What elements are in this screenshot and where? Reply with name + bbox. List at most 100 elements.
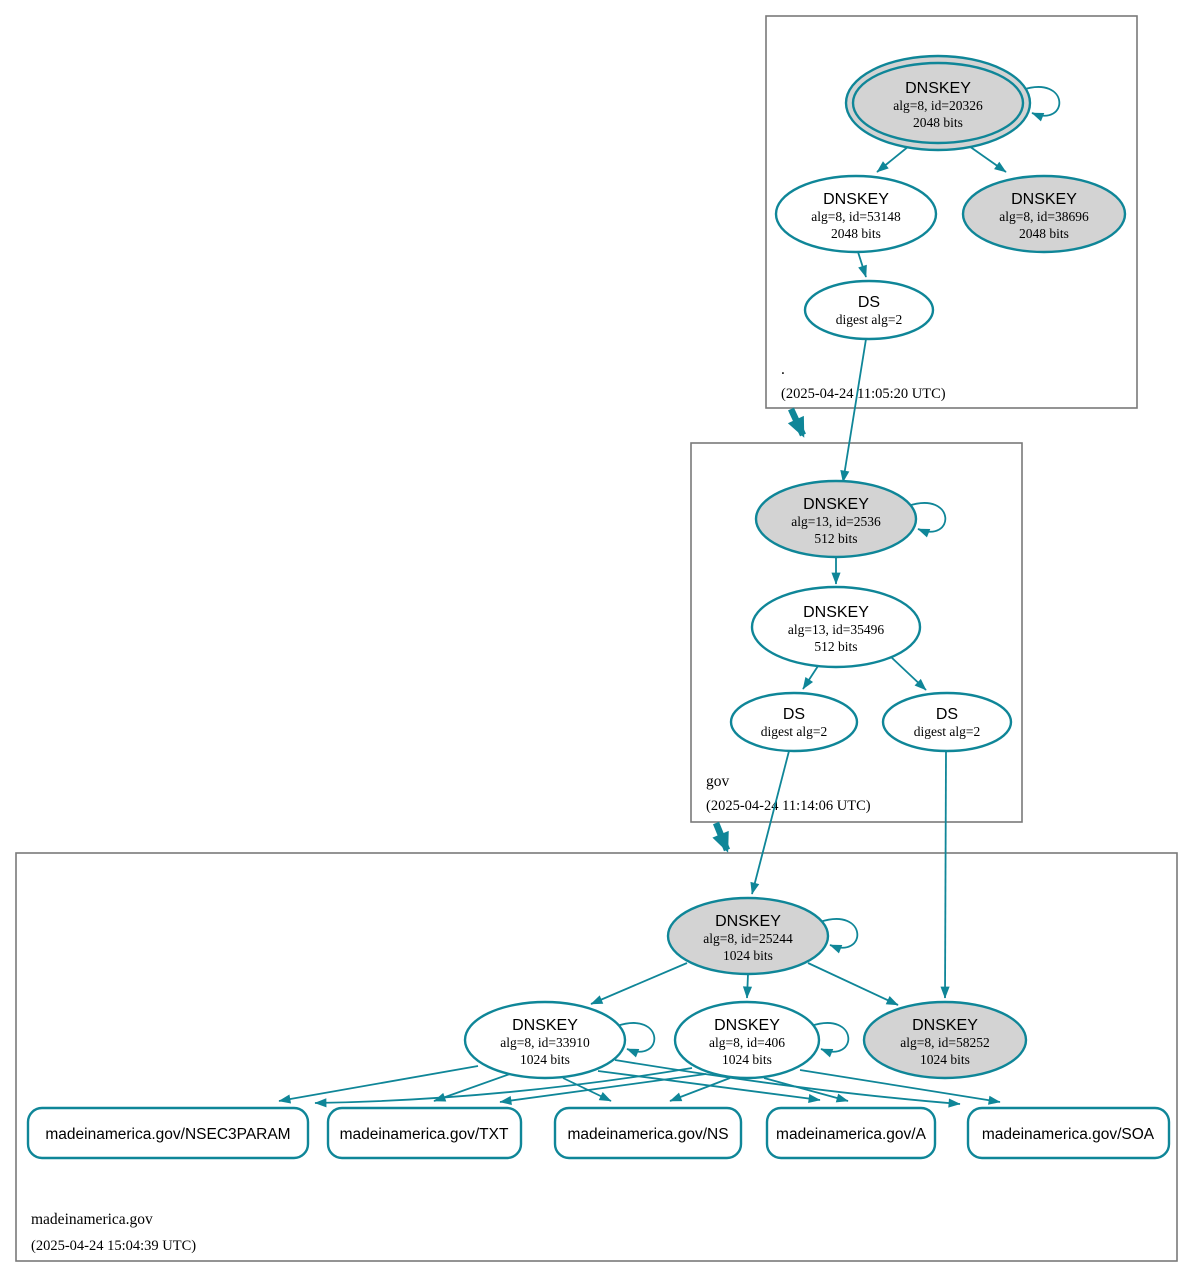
rrset-label: madeinamerica.gov/NS — [567, 1126, 728, 1143]
node-gov-ds-right-shape — [881, 691, 1013, 753]
edge-gov-ksk-selfloop — [907, 502, 947, 538]
edge-root-zsk-to-ds — [857, 251, 867, 278]
zone-label-gov: gov — [706, 773, 730, 790]
edge-root-ksk-selfloop — [1021, 86, 1061, 122]
node-mia-dnskey-25244[interactable]: DNSKEY alg=8, id=25244 1024 bits — [666, 896, 830, 976]
node-detail-alg: alg=13, id=2536 — [791, 514, 881, 529]
node-title: DS — [936, 706, 958, 723]
edge-zsk2-to-ns — [669, 1077, 731, 1102]
node-rrset-nsec3param[interactable]: madeinamerica.gov/NSEC3PARAM — [26, 1106, 310, 1160]
node-mia-dnskey-58252-shape — [862, 1000, 1028, 1080]
edge-mia-ksk-to-zsk1 — [590, 962, 688, 1005]
node-detail-bits: 2048 bits — [913, 115, 963, 130]
node-gov-dnskey-2536-shape — [754, 479, 918, 559]
zone-timestamp-root: (2025-04-24 11:05:20 UTC) — [781, 386, 946, 402]
node-title: DS — [858, 294, 880, 311]
rrset-label: madeinamerica.gov/TXT — [340, 1126, 509, 1143]
edge-root-ds-to-gov-ksk — [840, 338, 867, 483]
zone-timestamp-madeinamerica: (2025-04-24 15:04:39 UTC) — [31, 1238, 196, 1254]
zone-label-root: . — [781, 361, 785, 378]
node-title: DNSKEY — [912, 1017, 978, 1034]
node-root-dnskey-38696[interactable]: DNSKEY alg=8, id=38696 2048 bits — [961, 174, 1127, 254]
node-detail-alg: alg=13, id=35496 — [788, 622, 884, 637]
node-rrset-a-shape — [765, 1106, 937, 1160]
node-detail-digest: digest alg=2 — [914, 724, 980, 739]
node-gov-dnskey-35496[interactable]: DNSKEY alg=13, id=35496 512 bits — [750, 585, 922, 669]
node-root-dnskey-20326-inner-ring — [851, 61, 1025, 145]
edge-root-ksk-to-ksk2 — [968, 145, 1007, 173]
zone-timestamp-gov: (2025-04-24 11:14:06 UTC) — [706, 798, 871, 814]
node-title: DNSKEY — [512, 1017, 578, 1034]
node-root-dnskey-38696-shape — [961, 174, 1127, 254]
node-detail-alg: alg=8, id=33910 — [500, 1035, 590, 1050]
node-mia-dnskey-406[interactable]: DNSKEY alg=8, id=406 1024 bits — [673, 1000, 821, 1080]
node-rrset-ns[interactable]: madeinamerica.gov/NS — [553, 1106, 743, 1160]
node-mia-dnskey-406-shape — [673, 1000, 821, 1080]
node-root-dnskey-53148[interactable]: DNSKEY alg=8, id=53148 2048 bits — [774, 174, 938, 254]
node-detail-bits: 2048 bits — [831, 226, 881, 241]
node-detail-bits: 512 bits — [814, 639, 857, 654]
node-detail-bits: 1024 bits — [920, 1052, 970, 1067]
edge-mia-zsk1-selfloop — [616, 1022, 656, 1058]
zone-label-madeinamerica: madeinamerica.gov — [31, 1211, 153, 1228]
node-gov-ds-left[interactable]: DS digest alg=2 — [729, 691, 859, 753]
node-title: DNSKEY — [823, 191, 889, 208]
edge-mia-ksk-to-ksk2 — [807, 962, 899, 1006]
node-rrset-txt-shape — [326, 1106, 523, 1160]
node-gov-ds-left-shape — [729, 691, 859, 753]
edge-mia-zsk2-selfloop — [810, 1022, 850, 1058]
node-detail-alg: alg=8, id=53148 — [811, 209, 901, 224]
edge-mia-ksk-to-zsk2 — [742, 973, 753, 999]
node-title: DNSKEY — [905, 80, 971, 97]
edge-gov-zsk-to-ds1 — [802, 665, 819, 690]
node-mia-dnskey-33910[interactable]: DNSKEY alg=8, id=33910 1024 bits — [463, 1000, 627, 1080]
node-detail-alg: alg=8, id=58252 — [900, 1035, 989, 1050]
node-detail-bits: 512 bits — [814, 531, 857, 546]
node-title: DNSKEY — [714, 1017, 780, 1034]
node-root-ds-shape — [803, 279, 935, 341]
rrset-label: madeinamerica.gov/SOA — [982, 1126, 1155, 1143]
node-rrset-soa[interactable]: madeinamerica.gov/SOA — [966, 1106, 1171, 1160]
edge-zsk2-to-soa — [799, 1069, 1001, 1105]
node-gov-dnskey-35496-shape — [750, 585, 922, 669]
node-root-dnskey-20326[interactable]: DNSKEY alg=8, id=20326 2048 bits — [844, 54, 1032, 152]
node-root-ds[interactable]: DS digest alg=2 — [803, 279, 935, 341]
node-detail-alg: alg=8, id=25244 — [703, 931, 793, 946]
node-title: DNSKEY — [803, 496, 869, 513]
node-gov-ds-right[interactable]: DS digest alg=2 — [881, 691, 1013, 753]
node-mia-dnskey-25244-shape — [666, 896, 830, 976]
node-title: DNSKEY — [803, 604, 869, 621]
node-detail-alg: alg=8, id=406 — [709, 1035, 785, 1050]
edge-zsk1-to-nsec3param — [278, 1065, 479, 1104]
node-detail-bits: 2048 bits — [1019, 226, 1069, 241]
edge-delegation-root-to-gov — [787, 407, 806, 438]
rrset-label: madeinamerica.gov/NSEC3PARAM — [45, 1126, 290, 1143]
node-detail-bits: 1024 bits — [520, 1052, 570, 1067]
edge-gov-ds1-to-mia-ksk — [750, 750, 790, 895]
node-root-dnskey-53148-shape — [774, 174, 938, 254]
node-rrset-nsec3param-shape — [26, 1106, 310, 1160]
node-rrset-a[interactable]: madeinamerica.gov/A — [765, 1106, 937, 1160]
node-gov-dnskey-2536[interactable]: DNSKEY alg=13, id=2536 512 bits — [754, 479, 918, 559]
node-detail-bits: 1024 bits — [722, 1052, 772, 1067]
node-detail-digest: digest alg=2 — [836, 312, 902, 327]
node-detail-alg: alg=8, id=20326 — [893, 98, 983, 113]
node-rrset-txt[interactable]: madeinamerica.gov/TXT — [326, 1106, 523, 1160]
node-detail-bits: 1024 bits — [723, 948, 773, 963]
edge-zsk2-to-nsec3param — [314, 1067, 693, 1108]
edge-zsk2-to-txt — [499, 1073, 707, 1105]
node-rrset-ns-shape — [553, 1106, 743, 1160]
edge-gov-zsk-to-ds2 — [890, 656, 927, 691]
node-title: DNSKEY — [715, 913, 781, 930]
node-title: DS — [783, 706, 805, 723]
node-title: DNSKEY — [1011, 191, 1077, 208]
edge-zsk2-to-a — [763, 1077, 849, 1103]
node-rrset-soa-shape — [966, 1106, 1171, 1160]
node-detail-digest: digest alg=2 — [761, 724, 827, 739]
node-mia-dnskey-58252[interactable]: DNSKEY alg=8, id=58252 1024 bits — [862, 1000, 1028, 1080]
edge-delegation-gov-to-mia — [712, 821, 731, 853]
edge-root-ksk-to-zsk — [876, 145, 910, 173]
rrset-label: madeinamerica.gov/A — [776, 1126, 927, 1143]
